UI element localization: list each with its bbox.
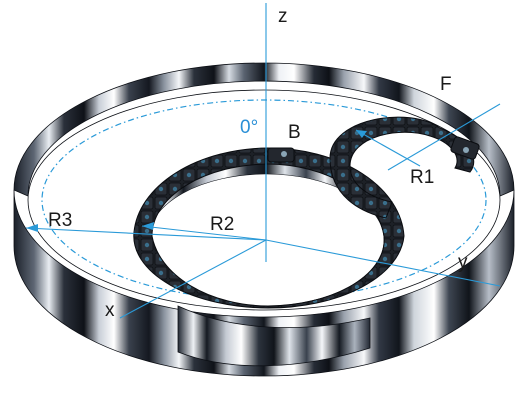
label-F: F: [440, 74, 452, 95]
R1-line: [355, 129, 421, 167]
drum-wall-section: [177, 305, 371, 367]
x-axis: [119, 239, 267, 319]
R2-line: [141, 225, 267, 241]
label-R1: R1: [410, 167, 434, 188]
label-R2: R2: [210, 214, 234, 235]
label-z: z: [278, 6, 288, 27]
label-R3: R3: [48, 210, 72, 231]
label-zero-degrees: 0°: [240, 117, 258, 138]
label-B: B: [288, 122, 301, 143]
R3-line: [25, 227, 267, 241]
chain-fixed-bracket: [267, 147, 295, 163]
axes: [25, 3, 501, 319]
label-y: y: [458, 252, 468, 273]
y-axis: [265, 239, 501, 287]
energy-chain: [133, 116, 480, 309]
label-x: x: [105, 300, 115, 321]
